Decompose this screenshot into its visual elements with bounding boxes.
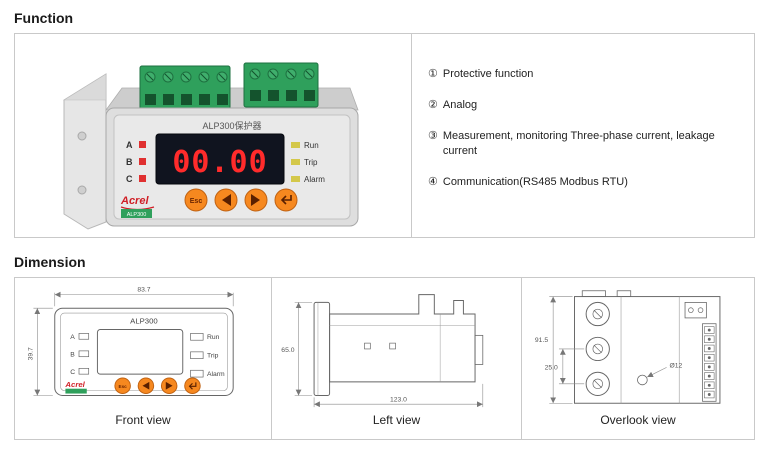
page: Function bbox=[14, 10, 755, 440]
trip-led-label: Trip bbox=[304, 158, 318, 167]
enter-button[interactable] bbox=[274, 188, 298, 211]
alarm-led-label: Alarm bbox=[304, 175, 325, 184]
esc-button[interactable]: Esc bbox=[184, 188, 208, 211]
front-width-dimension: 83.7 bbox=[137, 287, 150, 294]
function-item-1-text: Protective function bbox=[442, 68, 534, 81]
left-view-outline bbox=[313, 294, 484, 396]
run-led-label: Run bbox=[304, 141, 319, 150]
left-view-cell: 65.0 123.0 Left view bbox=[271, 278, 521, 439]
front-view-model-label: ALP300 bbox=[130, 317, 158, 326]
left-height-dimension: 65.0 bbox=[281, 347, 294, 354]
product-photo-svg: ALP300保护器 00.00 A B C bbox=[62, 62, 359, 230]
right-arrow-button[interactable] bbox=[244, 188, 268, 211]
front-view-phase-labels: A B C bbox=[70, 333, 90, 376]
terminal-block-right bbox=[243, 62, 319, 107]
product-photo: ALP300保护器 00.00 A B C bbox=[15, 34, 411, 237]
brand-badge bbox=[121, 208, 152, 218]
function-item-1-number: ① bbox=[428, 68, 438, 81]
function-item-4: ④ Communication(RS485 Modbus RTU) bbox=[428, 175, 746, 190]
function-item-2-text: Analog bbox=[442, 99, 478, 112]
phase-c-led-icon bbox=[139, 174, 146, 182]
function-item-4-number: ④ bbox=[428, 175, 438, 188]
device-display bbox=[155, 133, 285, 184]
svg-text:B: B bbox=[70, 352, 75, 359]
front-view-brand-badge bbox=[65, 388, 87, 394]
function-heading: Function bbox=[14, 10, 74, 26]
svg-text:Trip: Trip bbox=[207, 353, 219, 360]
left-arrow-icon bbox=[222, 193, 231, 206]
left-view-drawing: 65.0 123.0 bbox=[281, 294, 484, 408]
status-leds: Run Trip Alarm bbox=[291, 141, 325, 184]
front-view-buttons: Esc bbox=[114, 377, 201, 395]
svg-text:A: A bbox=[70, 334, 75, 341]
left-arrow-button[interactable] bbox=[214, 188, 238, 211]
function-item-3-text: Measurement, monitoring Three-phase curr… bbox=[442, 130, 715, 157]
function-item-1: ① Protective function bbox=[428, 67, 746, 82]
function-item-2: ② Analog bbox=[428, 98, 746, 113]
overlook-view-cell: 91.5 25.0 Ø12 Overlook view bbox=[521, 278, 754, 439]
overlook-inner-dimension: 25.0 bbox=[545, 364, 558, 371]
phase-c-label: C bbox=[126, 174, 133, 184]
function-item-3-number: ③ bbox=[428, 130, 438, 143]
left-length-dimension: 123.0 bbox=[390, 396, 407, 403]
device-model-label: ALP300保护器 bbox=[202, 120, 261, 131]
phase-b-led-icon bbox=[139, 157, 146, 165]
function-list: ① Protective function ② Analog ③ Measure… bbox=[411, 34, 754, 237]
function-section: ALP300保护器 00.00 A B C bbox=[14, 33, 755, 238]
overlook-view-label: Overlook view bbox=[600, 413, 676, 427]
front-view-led-labels: Run Trip Alarm bbox=[190, 333, 225, 378]
overlook-view-outline bbox=[573, 290, 721, 404]
front-view-brand: Acrel bbox=[64, 380, 85, 389]
run-led-icon bbox=[291, 141, 300, 148]
esc-button-label: Esc bbox=[190, 198, 203, 205]
phase-a-label: A bbox=[126, 140, 133, 150]
svg-text:Esc: Esc bbox=[119, 384, 128, 389]
svg-text:C: C bbox=[70, 369, 75, 376]
front-view-dimensions bbox=[33, 291, 234, 396]
svg-text:Run: Run bbox=[207, 334, 220, 341]
overlook-height-dimension: 91.5 bbox=[535, 337, 548, 344]
front-view-label: Front view bbox=[115, 413, 171, 427]
left-view-dimensions bbox=[294, 302, 484, 408]
phase-indicators: A B C bbox=[126, 140, 146, 184]
phase-a-led-icon bbox=[139, 140, 146, 148]
trip-led-icon bbox=[291, 158, 300, 165]
dimension-section: ALP300 A B C Run Trip Alarm Acrel bbox=[14, 277, 755, 440]
enter-arrow-icon bbox=[280, 194, 292, 205]
alarm-led-icon bbox=[291, 175, 300, 182]
dimension-heading: Dimension bbox=[14, 254, 86, 270]
overlook-view-dimensions bbox=[549, 296, 667, 404]
device-display-value: 00.00 bbox=[172, 145, 267, 180]
front-view-cell: ALP300 A B C Run Trip Alarm Acrel bbox=[15, 278, 271, 439]
phase-b-label: B bbox=[126, 157, 133, 167]
overlook-hole-dimension: Ø12 bbox=[670, 362, 683, 369]
function-item-4-text: Communication(RS485 Modbus RTU) bbox=[442, 175, 628, 188]
function-item-3: ③ Measurement, monitoring Three-phase cu… bbox=[428, 129, 746, 159]
brand-badge-text: ALP300 bbox=[127, 212, 147, 218]
function-item-2-number: ② bbox=[428, 99, 438, 112]
terminal-block-left bbox=[139, 65, 231, 112]
front-height-dimension: 39.7 bbox=[27, 347, 34, 360]
brand-text: Acrel bbox=[120, 195, 149, 207]
overlook-view-drawing: 91.5 25.0 Ø12 bbox=[535, 290, 721, 404]
svg-text:Alarm: Alarm bbox=[207, 371, 225, 378]
acrel-logo: Acrel ALP300 bbox=[120, 195, 155, 218]
front-view-drawing: ALP300 A B C Run Trip Alarm Acrel bbox=[27, 287, 234, 396]
device-front-panel: ALP300保护器 00.00 A B C bbox=[105, 107, 359, 226]
right-arrow-icon bbox=[251, 193, 260, 206]
din-mount-plate bbox=[62, 72, 107, 230]
left-view-label: Left view bbox=[372, 413, 421, 427]
